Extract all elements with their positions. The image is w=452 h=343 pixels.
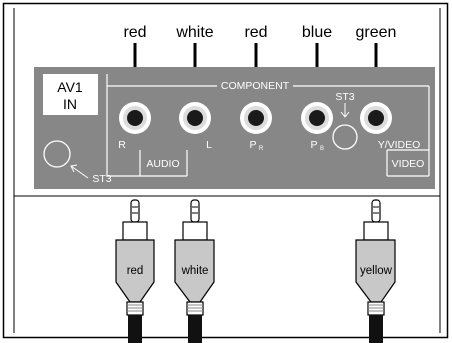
st3-left-label: ST3 [92, 173, 111, 185]
rca-plug-left-2[interactable] [174, 199, 215, 343]
jack-label-pr-subscript: R [259, 146, 264, 152]
st3-center-hole [332, 124, 358, 150]
plug-label-right: yellow [360, 265, 393, 277]
wire-label-r: red [123, 24, 146, 41]
jack-l[interactable] [179, 102, 211, 134]
jack-label-y: Y/VIDEO [378, 139, 421, 151]
st3-left-arrowhead [70, 164, 78, 173]
plug-label-left-2: white [181, 265, 209, 277]
audio-label: AUDIO [146, 158, 179, 170]
wire-label-l: white [175, 24, 213, 41]
jack-y[interactable] [360, 102, 392, 134]
st3-left-hole [43, 140, 71, 168]
component-label: COMPONENT [221, 80, 290, 92]
input-name-line1: AV1 [57, 79, 83, 95]
wire-label-pb: blue [302, 24, 332, 41]
wire-label-y: green [356, 24, 397, 41]
jack-label-l: L [206, 139, 212, 151]
jack-pb[interactable] [301, 102, 333, 134]
jack-r[interactable] [119, 102, 151, 134]
input-name-box [43, 74, 98, 115]
st3-left-arrow [70, 165, 89, 179]
input-name-line2: IN [63, 96, 77, 112]
rca-plug-left-1[interactable] [115, 199, 155, 343]
video-label: VIDEO [392, 158, 425, 170]
jack-label-r: R [118, 139, 126, 151]
jack-label-pr: P [249, 139, 256, 151]
st3-center-label: ST3 [335, 91, 354, 103]
jack-pr[interactable] [240, 102, 272, 134]
jack-label-pb-subscript: B [320, 146, 324, 152]
rca-plug-right[interactable] [355, 199, 396, 343]
component-label-bg [217, 80, 293, 92]
st3-center-arrowhead [340, 111, 350, 118]
plug-label-left-1: red [127, 265, 144, 277]
wire-label-pr: red [244, 24, 267, 41]
jack-label-pb: P [310, 139, 317, 151]
